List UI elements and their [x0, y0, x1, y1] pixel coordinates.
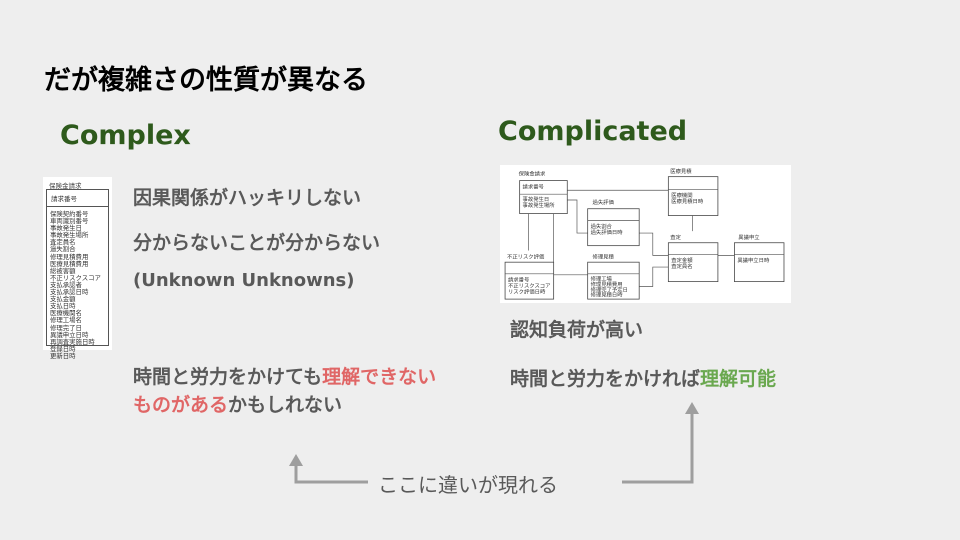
table-field: 査定員名: [50, 238, 76, 247]
svg-text:医療見積日時: 医療見積日時: [671, 197, 704, 205]
table-field: 登録日時: [50, 344, 76, 353]
svg-text:異議申立日時: 異議申立日時: [737, 256, 770, 264]
table-field: 総被害額: [50, 266, 76, 275]
table-field: 修理見積費用: [50, 252, 89, 261]
complicated-note: 時間と労力をかければ理解可能: [510, 364, 776, 391]
svg-text:不正リスクスコア: 不正リスクスコア: [508, 282, 550, 289]
svg-text:修理完了予定日: 修理完了予定日: [591, 285, 628, 293]
svg-text:不正リスク評価: 不正リスク評価: [507, 252, 545, 260]
note-text: 時間と労力をかけても: [133, 366, 323, 388]
svg-text:事故発生日: 事故発生日: [523, 195, 550, 203]
svg-text:医療見積: 医療見積: [670, 167, 692, 175]
complex-line-3: (Unknown Unknowns): [133, 270, 355, 291]
svg-text:事故発生場所: 事故発生場所: [523, 201, 556, 209]
table-key: 請求番号: [47, 190, 108, 207]
svg-text:修理工場: 修理工場: [591, 275, 613, 283]
table-field: 支払日時: [50, 302, 76, 311]
complex-line-1: 因果関係がハッキリしない: [133, 187, 362, 209]
svg-text:査定: 査定: [670, 233, 681, 241]
right-arrow: [622, 410, 694, 484]
table-field: 修理工場名: [50, 316, 82, 325]
svg-text:査定金額: 査定金額: [671, 256, 693, 264]
table-field: 支払承認者: [50, 280, 82, 289]
svg-text:医療機関: 医療機関: [671, 191, 692, 199]
table-field: 異議申立日時: [50, 330, 89, 339]
svg-text:修理見積費用: 修理見積費用: [591, 280, 623, 288]
er-relations: [528, 189, 735, 287]
table-field: 不正リスクスコア: [50, 273, 101, 282]
left-arrow: [294, 462, 368, 484]
svg-text:査定員名: 査定員名: [671, 262, 692, 270]
footer-label: ここに違いが現れる: [378, 473, 558, 497]
er-diagram: 保険金請求請求番号事故発生日事故発生場所 医療見積医療機関医療見積日時 過失評価…: [500, 165, 791, 303]
complex-line-2: 分からないことが分からない: [133, 232, 381, 254]
svg-text:修理見積: 修理見積: [593, 252, 615, 260]
table-field: 事故発生場所: [50, 231, 89, 240]
svg-text:請求番号: 請求番号: [508, 276, 529, 284]
table-field: 修理完了日: [50, 323, 82, 332]
svg-text:リスク評価日時: リスク評価日時: [508, 287, 546, 295]
svg-text:異議申立: 異議申立: [738, 233, 760, 241]
svg-text:修理見積日時: 修理見積日時: [591, 291, 624, 299]
table-field: 車両識別番号: [50, 217, 89, 226]
slide-title: だが複雑さの性質が異なる: [44, 65, 368, 96]
table-fields: 保険契約番号車両識別番号事故発生日事故発生場所査定員名過失割合修理見積費用医療見…: [47, 207, 108, 364]
complicated-heading: Complicated: [498, 116, 688, 147]
complex-heading: Complex: [60, 120, 191, 151]
table-field: 過失割合: [50, 245, 76, 254]
table-field: 再調査実施日時: [50, 337, 95, 346]
svg-text:過失評価日時: 過失評価日時: [591, 228, 624, 236]
svg-text:過失評価: 過失評価: [593, 198, 615, 206]
svg-text:請求番号: 請求番号: [523, 182, 544, 190]
svg-text:過失割合: 過失割合: [591, 222, 613, 230]
table-field: 支払金額: [50, 295, 76, 304]
table-field: 支払承認日時: [50, 288, 89, 297]
svg-text:保険金請求: 保険金請求: [519, 170, 546, 178]
note-text-end: かもしれない: [228, 394, 343, 416]
table-field: 保険契約番号: [50, 210, 89, 218]
complicated-line-1: 認知負荷が高い: [510, 319, 644, 341]
note-highlight: 理解可能: [700, 368, 777, 390]
flat-table-diagram: 保険金請求 請求番号 保険契約番号車両識別番号事故発生日事故発生場所査定員名過失…: [43, 177, 112, 359]
table-field: 医療機関名: [50, 309, 82, 318]
table-field: 医療見積費用: [50, 259, 89, 268]
table-field: 更新日時: [50, 351, 76, 360]
note-text: 時間と労力をかければ: [510, 368, 701, 390]
complex-note: 時間と労力をかけても理解できないものがあるかもしれない: [133, 363, 453, 419]
note-highlight: 理解できないものがある: [133, 366, 437, 416]
right-arrowhead-icon: [685, 402, 699, 414]
left-arrowhead-icon: [289, 454, 303, 466]
table-name: 保険金請求: [49, 182, 82, 190]
table-field: 事故発生日: [50, 224, 82, 233]
